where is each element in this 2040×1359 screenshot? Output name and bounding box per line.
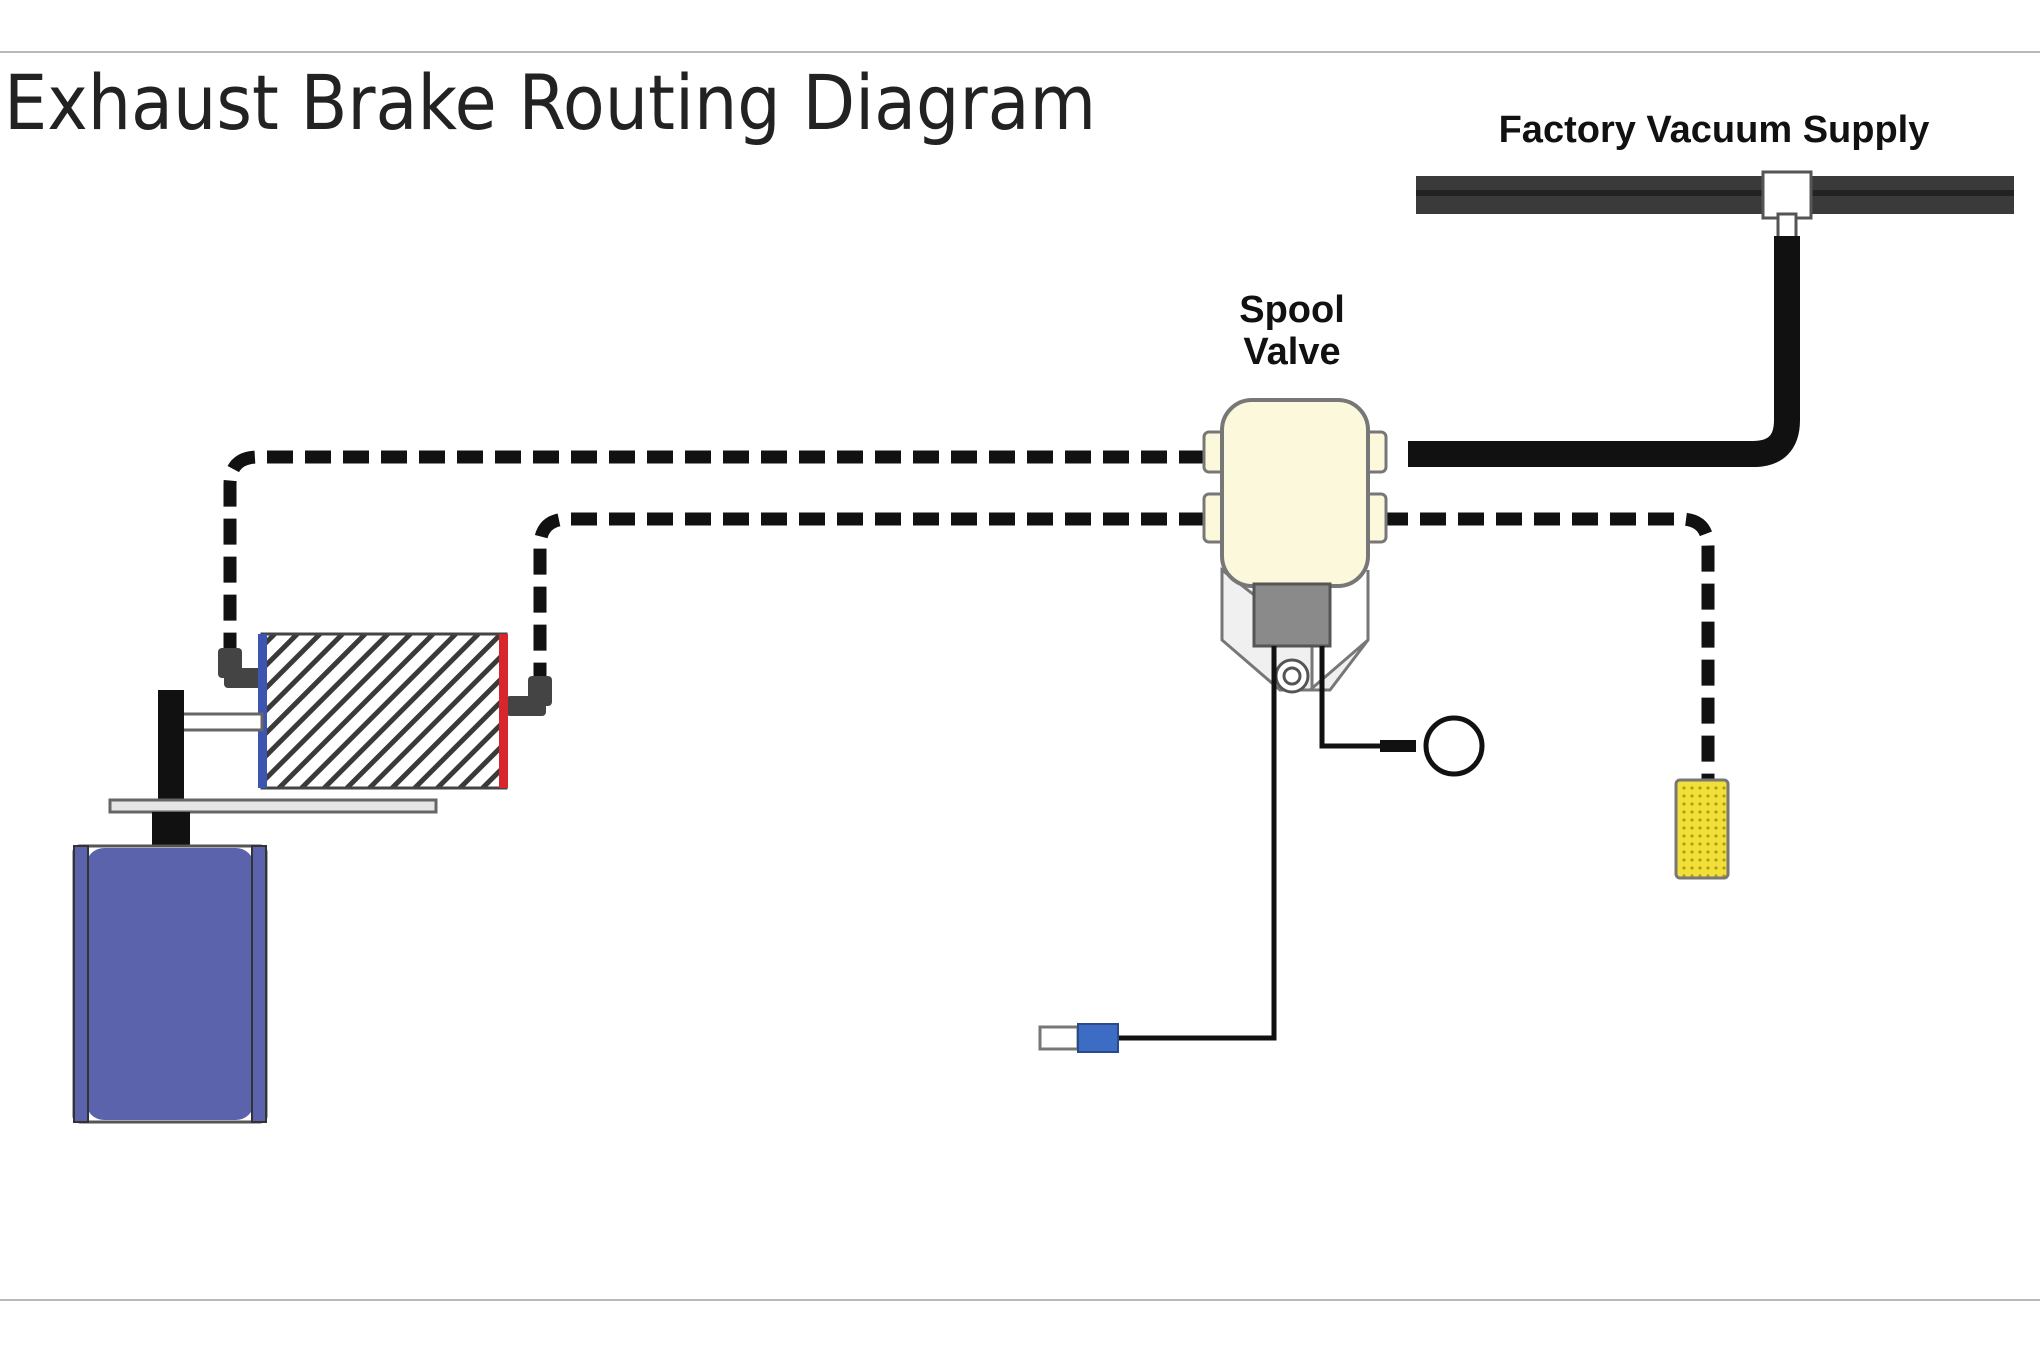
- ground-wire: [1319, 646, 1412, 749]
- vacuum-supply-hose: [1408, 236, 1800, 467]
- actuator-left-fitting: [218, 648, 266, 688]
- power-wire: [1118, 646, 1277, 1041]
- brake-lever-post: [158, 690, 184, 802]
- vacuum-actuator: [258, 632, 508, 790]
- dashed-hose-filter: [1382, 512, 1715, 785]
- actuator-rod: [178, 712, 264, 732]
- ground-terminal-crimp: [1380, 740, 1416, 752]
- vacuum-filter: [1674, 778, 1730, 880]
- dashed-hose-lower: [533, 512, 1205, 680]
- electrical-connector: [1038, 1023, 1119, 1053]
- factory-vacuum-rail: [1416, 170, 2014, 240]
- page-title: Exhaust Brake Routing Diagram: [4, 58, 1097, 147]
- spool-valve-label-line2: Valve: [1243, 331, 1340, 373]
- actuator-right-fitting: [506, 676, 552, 716]
- brake-shaft: [152, 812, 190, 848]
- exhaust-brake-housing: [72, 844, 268, 1124]
- dashed-hose-upper: [223, 450, 1205, 655]
- mounting-bracket: [108, 798, 438, 814]
- ground-ring-terminal: [1423, 715, 1485, 777]
- top-divider: [0, 51, 2040, 53]
- spool-valve: [1202, 398, 1388, 694]
- factory-vacuum-supply-label: Factory Vacuum Supply: [1499, 109, 1930, 151]
- spool-valve-label-line1: Spool: [1239, 289, 1345, 331]
- bottom-divider: [0, 1299, 2040, 1301]
